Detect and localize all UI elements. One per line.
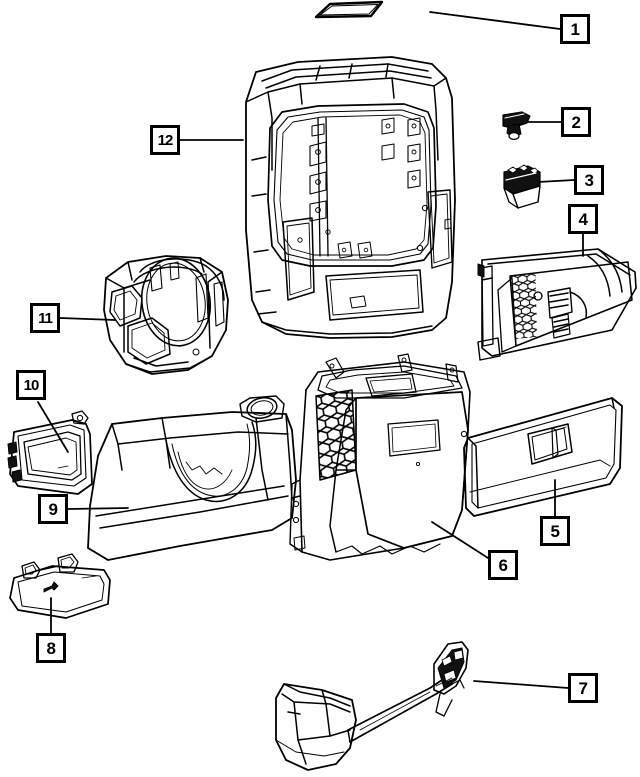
- part-4-glove-box-bin: [477, 248, 637, 361]
- callout-3[interactable]: 3: [574, 165, 604, 195]
- callout-12[interactable]: 12: [150, 125, 180, 155]
- callout-6[interactable]: 6: [488, 550, 518, 580]
- part-7-lower-knee-bolster-trim: [275, 641, 469, 771]
- callout-leader-lines: [37, 11, 584, 689]
- callout-1[interactable]: 1: [560, 14, 590, 44]
- part-8-fuse-access-door: [9, 553, 111, 619]
- part-5-glove-box-door: [463, 397, 623, 517]
- callout-9[interactable]: 9: [38, 494, 68, 524]
- callout-2[interactable]: 2: [561, 107, 591, 137]
- part-10-storage-bin-door-trim: [7, 410, 93, 495]
- part-1-top-cover-panel: [314, 0, 384, 19]
- part-9-lower-instrument-panel-trim: [87, 395, 297, 561]
- callout-4[interactable]: 4: [568, 204, 598, 234]
- callout-7[interactable]: 7: [568, 673, 598, 703]
- callout-5[interactable]: 5: [540, 516, 570, 546]
- callout-11[interactable]: 11: [30, 303, 60, 333]
- part-12-center-bezel: [245, 56, 456, 339]
- callout-8[interactable]: 8: [36, 633, 66, 663]
- part-6-center-stack-lower-panel: [289, 353, 471, 561]
- part-11-steering-column-shroud: [103, 255, 229, 375]
- callout-10[interactable]: 10: [16, 370, 46, 400]
- part-3-switch-bezel: [503, 164, 541, 209]
- part-2-latch-clip: [502, 111, 531, 141]
